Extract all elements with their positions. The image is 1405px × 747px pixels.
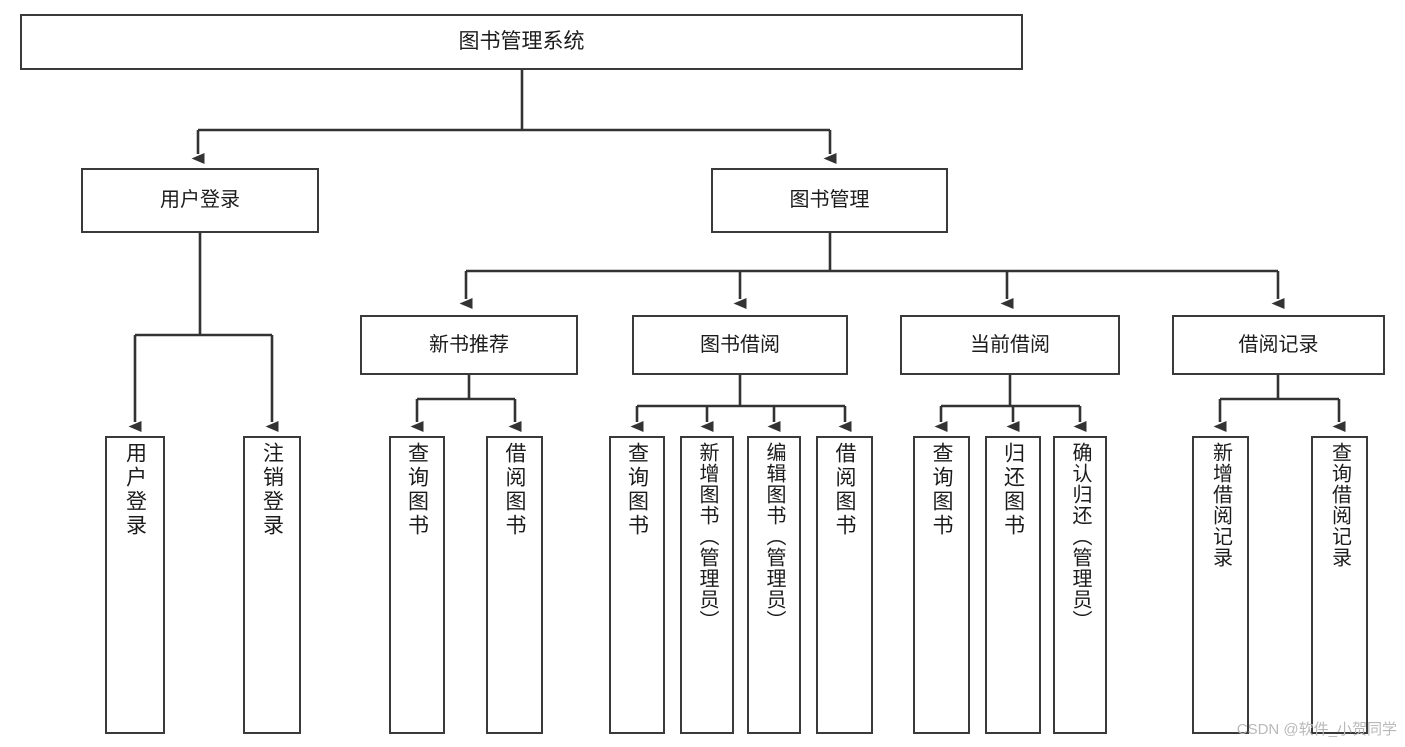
node-leaf-return-book-label: 归还图书	[1001, 442, 1025, 538]
node-leaf-borrow-book-2-label: 借阅图书	[833, 442, 856, 538]
node-leaf-borrow-book-1[interactable]: 借阅图书	[486, 436, 543, 734]
node-leaf-query-book-2-label: 查询图书	[625, 442, 649, 538]
node-leaf-borrow-book-2[interactable]: 借阅图书	[816, 436, 873, 734]
node-leaf-confirm-return-label: 确认归还（管理员）	[1069, 442, 1091, 631]
node-leaf-logout[interactable]: 注销登录	[243, 436, 301, 734]
node-current-borrow[interactable]: 当前借阅	[900, 315, 1120, 375]
node-new-book-rec[interactable]: 新书推荐	[360, 315, 578, 375]
node-user-login[interactable]: 用户登录	[81, 168, 319, 233]
node-leaf-query-book-1-label: 查询图书	[405, 442, 429, 538]
node-leaf-query-book-1[interactable]: 查询图书	[389, 436, 445, 734]
node-leaf-borrow-book-1-label: 借阅图书	[503, 442, 526, 538]
node-book-borrow[interactable]: 图书借阅	[632, 315, 848, 375]
node-leaf-add-book-label: 新增图书（管理员）	[696, 442, 718, 631]
node-leaf-query-book-3-label: 查询图书	[930, 442, 953, 538]
node-leaf-edit-book[interactable]: 编辑图书（管理员）	[747, 436, 801, 734]
node-leaf-confirm-return[interactable]: 确认归还（管理员）	[1053, 436, 1107, 734]
node-root[interactable]: 图书管理系统	[20, 14, 1023, 70]
node-current-borrow-label: 当前借阅	[970, 333, 1050, 356]
node-borrow-record-label: 借阅记录	[1238, 333, 1319, 356]
node-leaf-query-record[interactable]: 查询借阅记录	[1311, 436, 1368, 734]
node-leaf-query-record-label: 查询借阅记录	[1328, 442, 1351, 568]
node-leaf-add-book[interactable]: 新增图书（管理员）	[680, 436, 734, 734]
node-leaf-return-book[interactable]: 归还图书	[985, 436, 1041, 734]
node-leaf-logout-label: 注销登录	[260, 442, 284, 538]
node-root-label: 图书管理系统	[458, 30, 585, 54]
node-book-manage[interactable]: 图书管理	[711, 168, 948, 233]
node-borrow-record[interactable]: 借阅记录	[1172, 315, 1385, 375]
node-leaf-user-login-label: 用户登录	[123, 442, 147, 538]
node-leaf-query-book-3[interactable]: 查询图书	[913, 436, 970, 734]
watermark: CSDN @软件_小贺同学	[1236, 721, 1397, 738]
node-leaf-add-record[interactable]: 新增借阅记录	[1192, 436, 1249, 734]
node-new-book-rec-label: 新书推荐	[429, 333, 509, 356]
node-leaf-user-login[interactable]: 用户登录	[105, 436, 165, 734]
node-leaf-add-record-label: 新增借阅记录	[1209, 442, 1232, 568]
node-user-login-label: 用户登录	[160, 189, 240, 212]
node-leaf-edit-book-label: 编辑图书（管理员）	[763, 442, 785, 631]
node-book-manage-label: 图书管理	[789, 189, 870, 212]
node-book-borrow-label: 图书借阅	[700, 333, 780, 356]
node-leaf-query-book-2[interactable]: 查询图书	[609, 436, 665, 734]
